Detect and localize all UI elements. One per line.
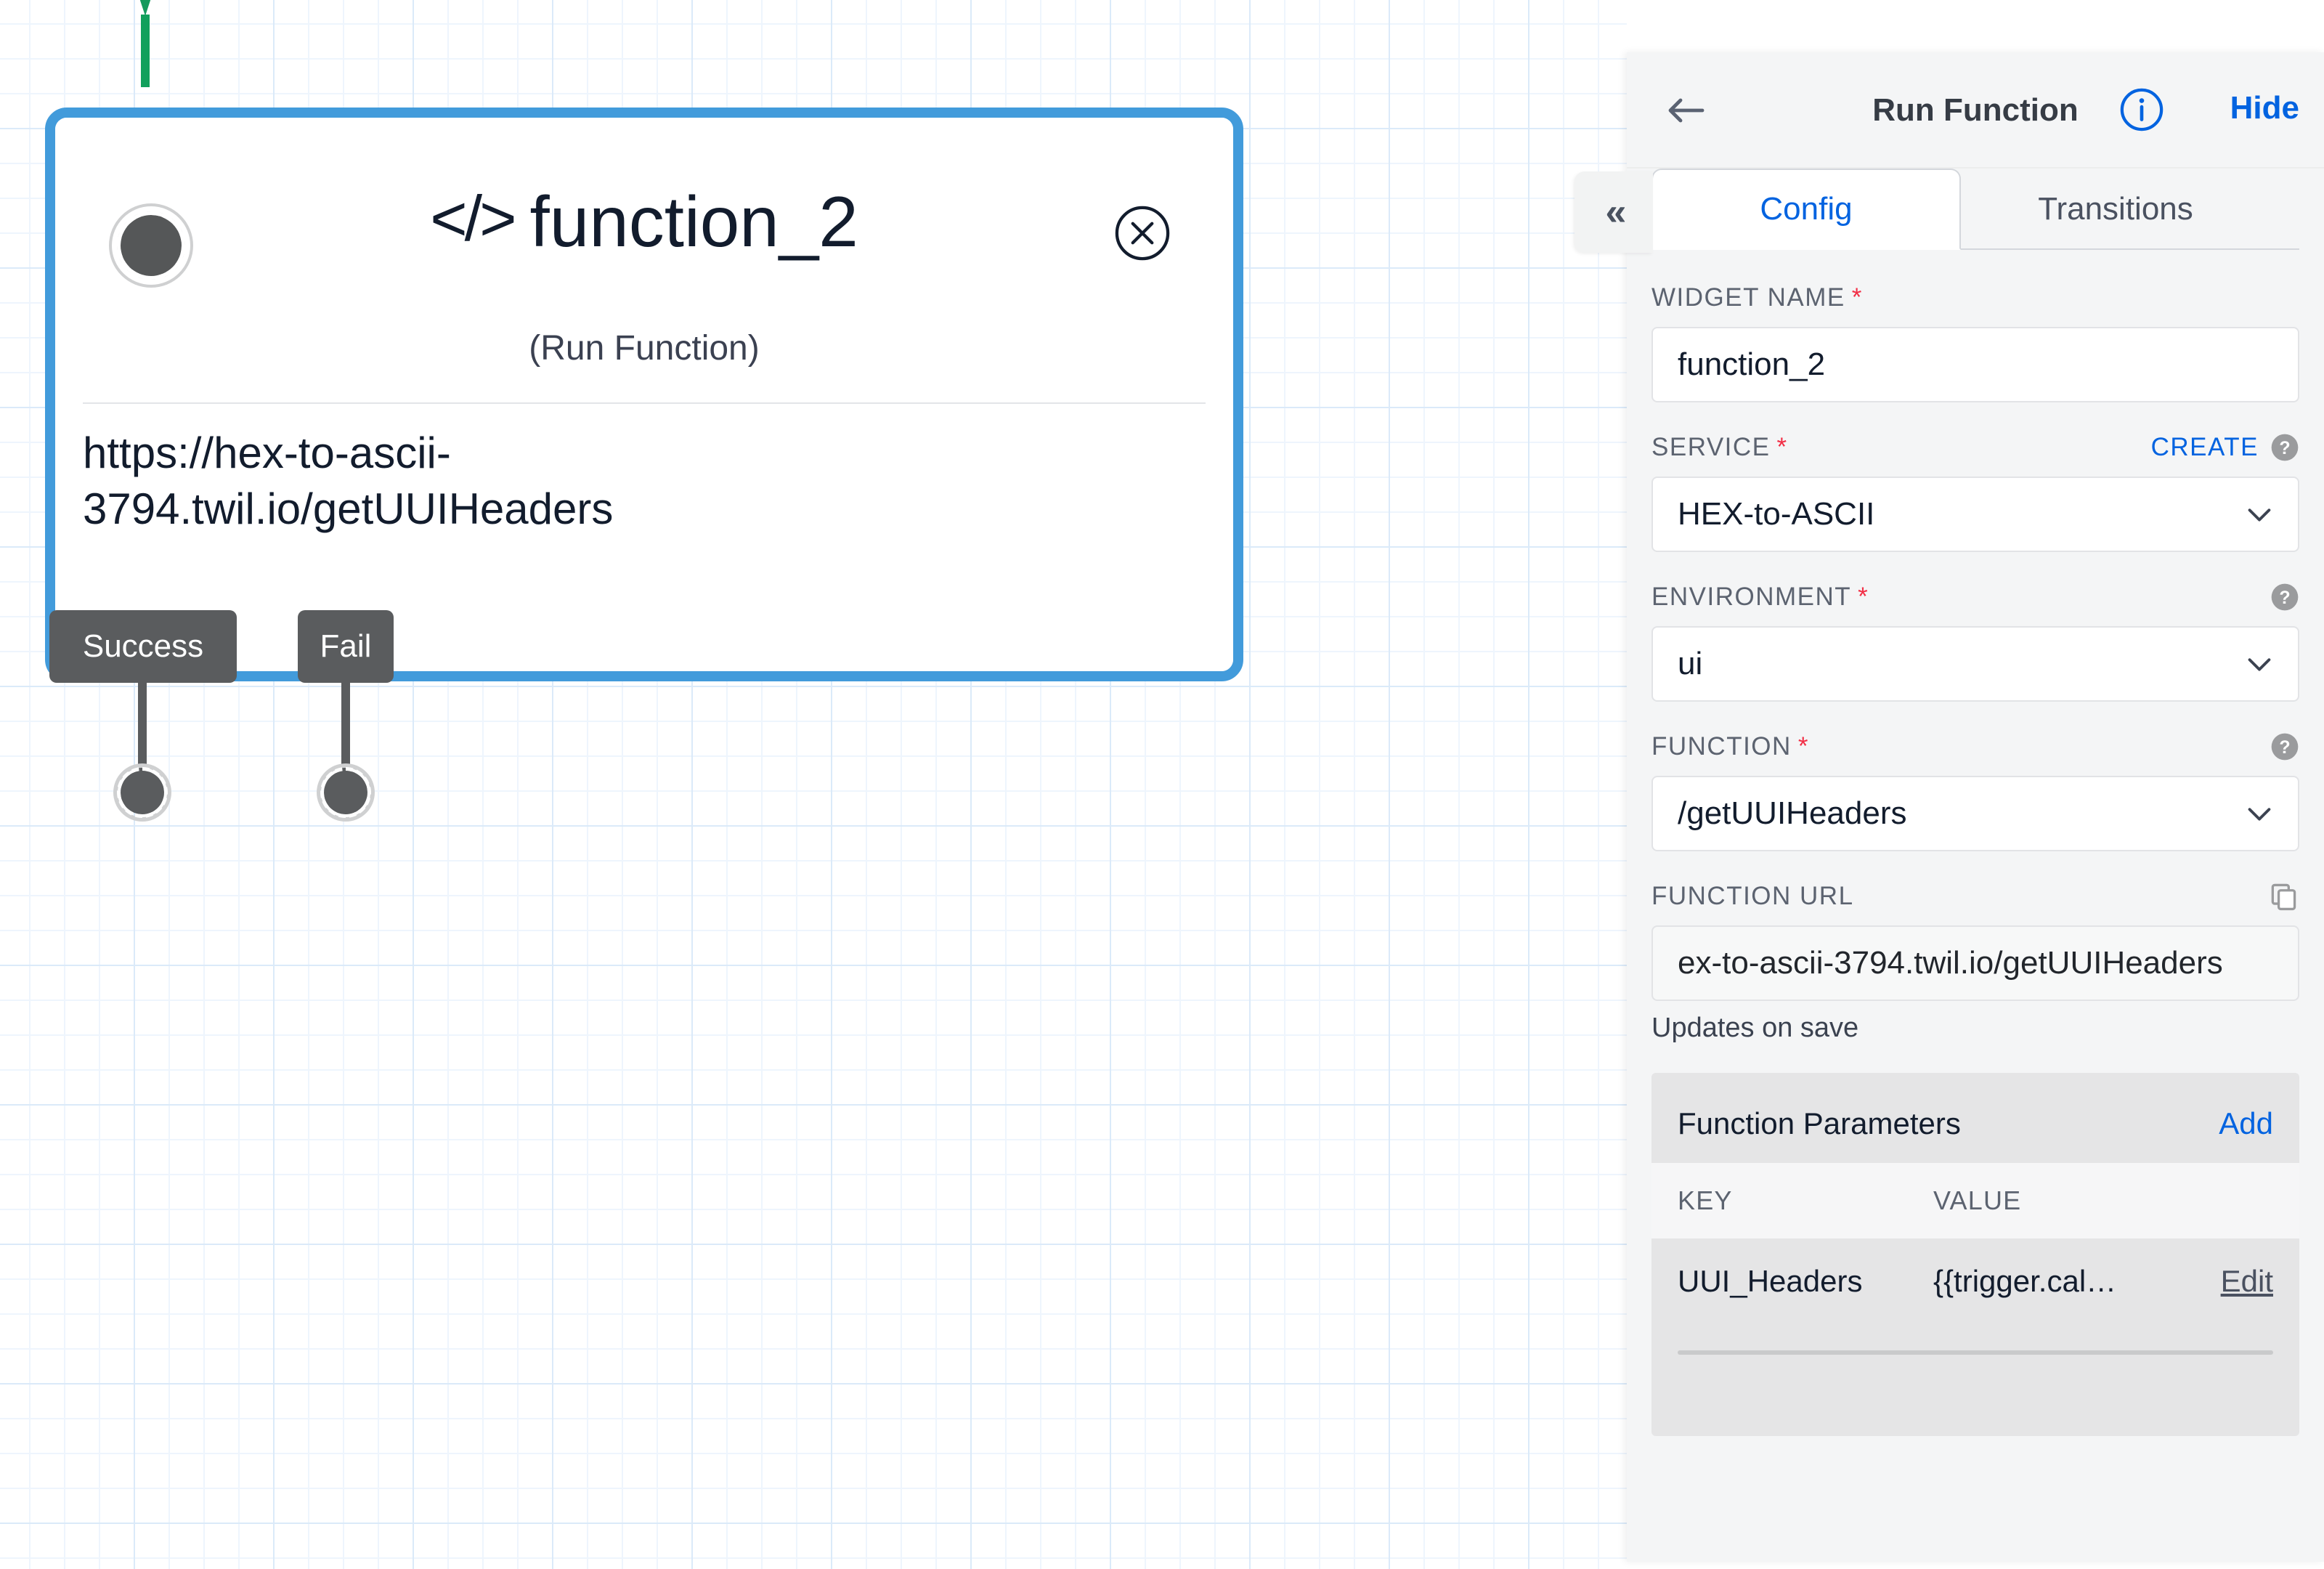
node-divider <box>83 402 1206 404</box>
field-label-service: SERVICE <box>1651 433 1771 461</box>
field-label-function-url: FUNCTION URL <box>1651 882 1854 910</box>
function-parameters-header: Function Parameters Add <box>1651 1073 2299 1163</box>
hide-panel-button[interactable]: Hide <box>2230 90 2299 126</box>
chevron-down-icon <box>2243 647 2276 681</box>
function-url-value: ex-to-ascii-3794.twil.io/getUUIHeaders <box>1678 945 2223 981</box>
field-label-row-widget-name: WIDGET NAME * <box>1651 280 2299 315</box>
table-row[interactable]: UUI_Headers {{trigger.cal… Edit <box>1651 1238 2299 1324</box>
field-environment: ENVIRONMENT * ? ui <box>1651 580 2299 702</box>
node-function-url: https://hex-to-ascii-3794.twil.io/getUUI… <box>83 429 614 533</box>
table-bottom-divider <box>1678 1350 2273 1355</box>
function-parameters-table: KEY VALUE UUI_Headers {{trigger.cal… Edi… <box>1651 1163 2299 1324</box>
column-header-key: KEY <box>1678 1185 1733 1215</box>
transition-pill-fail[interactable]: Fail <box>298 610 394 683</box>
field-label-row-function: FUNCTION * ? <box>1651 729 2299 764</box>
field-function-url: FUNCTION URL ex-to-ascii-3794.twil.io/ge… <box>1651 879 2299 1044</box>
chevron-down-icon <box>2243 797 2276 830</box>
panel-header: Run Function Hide <box>1627 52 2324 169</box>
widget-name-value: function_2 <box>1678 346 1826 382</box>
panel-title: Run Function <box>1872 92 2079 128</box>
function-parameters-title: Function Parameters <box>1678 1106 1961 1140</box>
required-asterisk: * <box>1851 283 1862 312</box>
node-title: function_2 <box>529 182 858 262</box>
info-circle-icon[interactable] <box>2119 87 2164 132</box>
parameter-value: {{trigger.cal… <box>1933 1264 2117 1298</box>
code-brackets-icon: </> <box>430 182 516 254</box>
tab-config[interactable]: Config <box>1651 169 1961 250</box>
transition-line-success <box>138 676 147 792</box>
chevron-down-icon <box>2243 498 2276 531</box>
field-label-row-environment: ENVIRONMENT * ? <box>1651 580 2299 615</box>
widget-node-inner: </> function_2 (Run Function) https://he… <box>55 118 1233 671</box>
function-value: /getUUIHeaders <box>1678 795 1907 831</box>
environment-value: ui <box>1678 646 1703 681</box>
function-select[interactable]: /getUUIHeaders <box>1651 776 2299 851</box>
function-parameters-footer <box>1651 1355 2299 1436</box>
connector-stem <box>141 15 150 87</box>
tab-transitions[interactable]: Transitions <box>1961 169 2270 250</box>
field-label-row-function-url: FUNCTION URL <box>1651 879 2299 914</box>
svg-text:?: ? <box>2279 438 2290 458</box>
parameter-key: UUI_Headers <box>1678 1264 1863 1298</box>
chevron-double-left-icon: « <box>1605 191 1627 233</box>
required-asterisk: * <box>1797 732 1808 761</box>
help-circle-icon[interactable]: ? <box>2270 583 2299 612</box>
function-url-helper-text: Updates on save <box>1651 1013 1859 1043</box>
panel-tabs: Config Transitions <box>1627 169 2324 250</box>
field-service: SERVICE * CREATE ? HEX-to-ASCII <box>1651 430 2299 552</box>
column-header-value: VALUE <box>1933 1185 2022 1215</box>
widget-config-panel: Run Function Hide Config Transitions WID… <box>1627 52 2324 1562</box>
help-circle-icon[interactable]: ? <box>2270 433 2299 462</box>
field-label-function: FUNCTION <box>1651 732 1792 761</box>
service-select[interactable]: HEX-to-ASCII <box>1651 477 2299 552</box>
edit-parameter-link[interactable]: Edit <box>2220 1264 2273 1298</box>
svg-text:?: ? <box>2279 737 2290 758</box>
environment-select[interactable]: ui <box>1651 626 2299 702</box>
service-value: HEX-to-ASCII <box>1678 496 1875 532</box>
transition-line-fail <box>341 676 350 792</box>
node-input-connector-dot[interactable] <box>116 211 186 280</box>
widget-node-function-2[interactable]: </> function_2 (Run Function) https://he… <box>45 108 1243 681</box>
function-url-input[interactable]: ex-to-ascii-3794.twil.io/getUUIHeaders <box>1651 925 2299 1001</box>
add-parameter-button[interactable]: Add <box>2219 1106 2273 1140</box>
transition-label-success: Success <box>82 628 204 664</box>
transition-pill-success[interactable]: Success <box>49 610 237 683</box>
help-circle-icon[interactable]: ? <box>2270 732 2299 761</box>
close-circle-icon[interactable] <box>1114 205 1171 262</box>
table-header-row: KEY VALUE <box>1651 1163 2299 1238</box>
field-label-environment: ENVIRONMENT <box>1651 583 1852 611</box>
node-title-row: </> function_2 <box>55 186 1233 257</box>
panel-collapse-button[interactable]: « <box>1575 171 1653 253</box>
copy-icon[interactable] <box>2267 880 2299 912</box>
tab-config-label: Config <box>1760 191 1853 227</box>
flow-canvas[interactable]: </> function_2 (Run Function) https://he… <box>0 0 1653 1569</box>
node-subtitle: (Run Function) <box>529 329 760 368</box>
incoming-connector <box>123 0 167 87</box>
transition-label-fail: Fail <box>320 628 372 664</box>
fail-connector-dot[interactable] <box>320 767 371 818</box>
required-asterisk: * <box>1858 583 1868 611</box>
widget-name-input[interactable]: function_2 <box>1651 327 2299 402</box>
connector-arrow-icon <box>123 0 167 16</box>
field-function: FUNCTION * ? /getUUIHeaders <box>1651 729 2299 851</box>
create-service-link[interactable]: CREATE <box>2150 433 2259 461</box>
edit-parameter-link-wrap: Edit <box>2186 1264 2273 1299</box>
field-label-row-service: SERVICE * CREATE ? <box>1651 430 2299 465</box>
success-connector-dot[interactable] <box>117 767 168 818</box>
required-asterisk: * <box>1776 433 1787 461</box>
function-parameters-section: Function Parameters Add KEY VALUE UUI_He… <box>1651 1073 2299 1436</box>
field-label-widget-name: WIDGET NAME <box>1651 283 1845 312</box>
field-widget-name: WIDGET NAME * function_2 <box>1651 280 2299 402</box>
arrow-left-icon[interactable] <box>1662 89 1708 132</box>
svg-text:?: ? <box>2279 588 2290 608</box>
tab-transitions-label: Transitions <box>2038 191 2193 227</box>
panel-body: WIDGET NAME * function_2 SERVICE * CREAT… <box>1627 250 2324 1044</box>
